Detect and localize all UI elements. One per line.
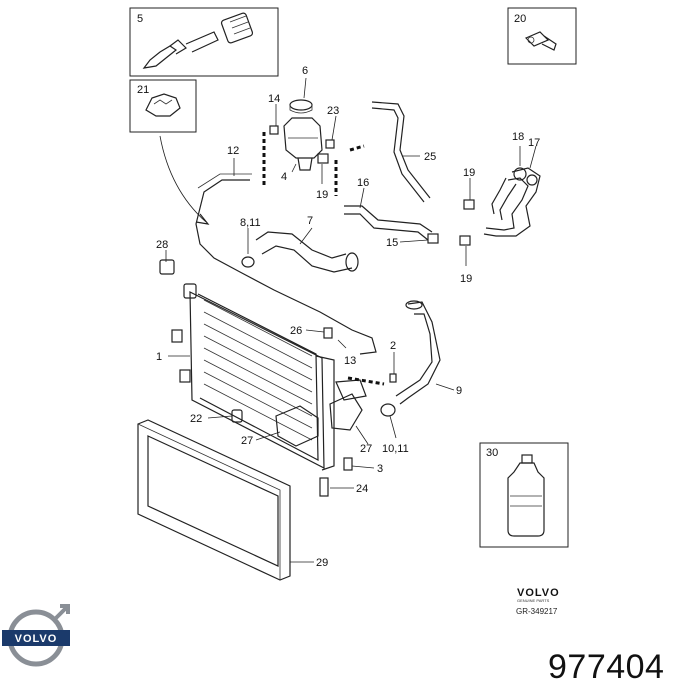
inset-box-21: 21 xyxy=(129,79,197,133)
callout-6: 6 xyxy=(302,65,308,77)
volvo-logo: VOLVO xyxy=(2,604,70,667)
callout-29: 29 xyxy=(316,557,328,569)
dashed-leaders xyxy=(262,132,385,386)
callout-25: 25 xyxy=(424,151,436,163)
callout-8-11: 8,11 xyxy=(240,217,261,229)
callout-7: 7 xyxy=(307,215,313,227)
radiator xyxy=(171,283,367,471)
fitting-19a-icon xyxy=(317,153,329,164)
callout-10-11: 10,11 xyxy=(382,443,409,455)
fitting-28-icon xyxy=(159,259,175,275)
callout-27-a: 27 xyxy=(241,435,253,447)
callout-26: 26 xyxy=(290,325,302,337)
arrow-head-icon xyxy=(195,213,210,225)
inset-box-5: 5 xyxy=(129,7,279,77)
heater-hoses xyxy=(483,167,541,237)
callout-5: 5 xyxy=(137,13,143,25)
brand-block: VOLVO GENUINE PARTS GR-349217 xyxy=(516,587,560,616)
hose-25 xyxy=(371,101,431,203)
drain-plug-24-icon xyxy=(319,477,329,497)
radiator-bracket-27b xyxy=(329,393,363,431)
callout-4: 4 xyxy=(281,171,287,183)
fitting-19b-icon xyxy=(463,199,475,210)
fitting-19c-icon xyxy=(459,235,471,246)
tank-cap-icon xyxy=(289,99,313,111)
callout-16: 16 xyxy=(357,177,369,189)
callout-2: 2 xyxy=(390,340,396,352)
callout-20: 20 xyxy=(514,13,526,25)
hose-clamp-10-icon xyxy=(380,403,396,417)
coolant-bottle-icon xyxy=(507,454,545,537)
callout-18: 18 xyxy=(512,131,524,143)
hose-clamp-icon xyxy=(241,256,255,268)
callout-3: 3 xyxy=(377,463,383,475)
callout-19-a: 19 xyxy=(316,189,328,201)
inset-21-pointer xyxy=(159,135,207,223)
callout-23: 23 xyxy=(327,105,339,117)
callout-17: 17 xyxy=(528,137,540,149)
callout-13: 13 xyxy=(344,355,356,367)
hose-9 xyxy=(380,300,441,417)
fitting-23-icon xyxy=(325,139,335,149)
callout-1: 1 xyxy=(156,351,162,363)
inset-box-20: 20 xyxy=(507,7,577,65)
brand-subtitle: GENUINE PARTS xyxy=(517,598,550,603)
fitting-15-icon xyxy=(427,233,439,244)
callout-30: 30 xyxy=(486,447,498,459)
callout-22: 22 xyxy=(190,413,202,425)
inset-box-30: 30 xyxy=(479,442,569,548)
temperature-sensor-icon xyxy=(142,12,254,69)
bolt-3-icon xyxy=(343,457,353,471)
fittings xyxy=(159,125,475,497)
expansion-tank xyxy=(283,99,323,171)
callout-15: 15 xyxy=(386,237,398,249)
brand-wordmark: VOLVO xyxy=(517,587,560,599)
callout-27-b: 27 xyxy=(360,443,372,455)
bolt-26-icon xyxy=(323,327,333,339)
radiator-bracket-27a xyxy=(275,405,319,447)
leader-lines xyxy=(165,77,537,563)
callout-labels: 1 2 3 4 6 7 8,11 9 10,11 12 13 14 15 16 … xyxy=(156,65,540,569)
bleed-line-12 xyxy=(195,173,377,355)
callout-12: 12 xyxy=(227,145,239,157)
callout-19-c: 19 xyxy=(460,273,472,285)
callout-28: 28 xyxy=(156,239,168,251)
callout-9: 9 xyxy=(456,385,462,397)
callout-19-b: 19 xyxy=(463,167,475,179)
callout-24: 24 xyxy=(356,483,368,495)
part-number: 977404 xyxy=(548,648,665,686)
callout-21: 21 xyxy=(137,84,149,96)
logo-wordmark: VOLVO xyxy=(15,633,58,645)
valve-icon xyxy=(524,31,557,51)
clamp-icon xyxy=(145,93,181,117)
drawing-reference: GR-349217 xyxy=(516,607,558,616)
bolt-2-icon xyxy=(389,373,397,383)
radiator-frame xyxy=(137,419,291,581)
hose-16 xyxy=(344,205,433,241)
hose-7 xyxy=(241,231,359,273)
fitting-14-icon xyxy=(269,125,279,135)
callout-14: 14 xyxy=(268,93,280,105)
